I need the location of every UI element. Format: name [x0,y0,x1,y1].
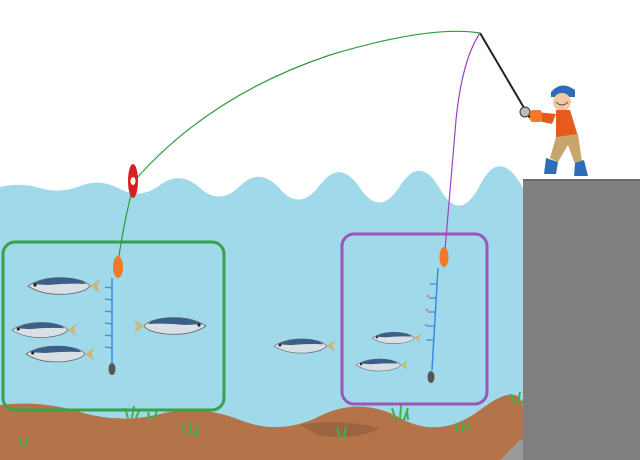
angler-head [553,93,571,111]
angler-pants [550,134,582,164]
water [0,166,523,460]
sabiki-rig-right [424,247,449,383]
fishing-rod [479,32,531,119]
sabiki-rig-left [104,256,123,375]
float-rig-line [117,30,481,263]
float-rig-box [1,240,226,412]
direct-rig-line [444,32,481,251]
angler-boot-left [544,158,558,174]
sinker-right [427,371,435,383]
lure-orange-right [439,247,449,267]
seaweed [19,391,526,447]
concrete-pier [523,180,640,460]
sinker-left [108,363,116,375]
angler-boot-right [574,160,588,176]
angler-jacket [556,110,578,139]
seabed-dark-patch [300,422,380,437]
lure-orange-left [113,256,123,278]
direct-rig-box [340,232,489,406]
angler-cap [551,85,575,97]
float [128,164,138,198]
angler-figure [530,85,588,176]
reel [519,106,531,118]
seabed [0,394,523,460]
angler-glove [530,110,542,122]
